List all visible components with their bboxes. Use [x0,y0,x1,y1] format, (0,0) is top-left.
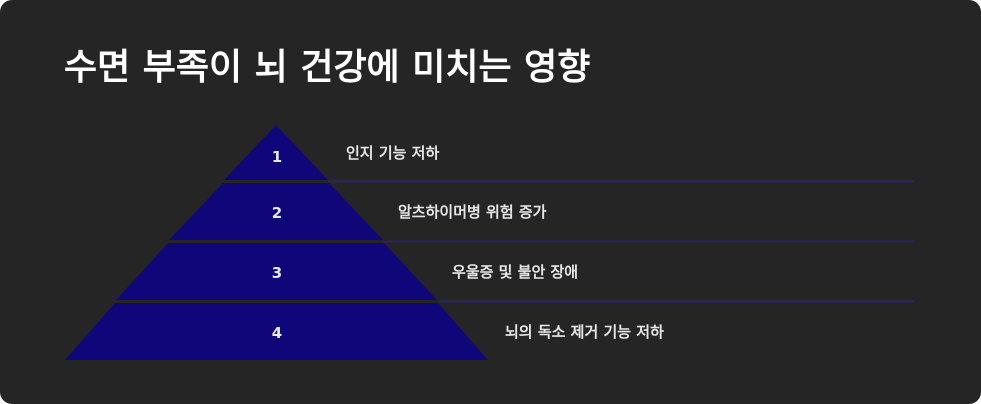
pyramid-level-4 [65,303,488,360]
level-number-4: 4 [272,324,282,342]
page-title: 수면 부족이 뇌 건강에 미치는 영향 [64,47,591,88]
level-number-2: 2 [272,204,282,222]
level-number-3: 3 [272,264,282,282]
pyramid-level-1 [224,125,328,180]
level-text-1: 인지 기능 저하 [346,144,439,162]
pyramid-level-3 [116,243,437,300]
level-text-4: 뇌의 독소 제거 기능 저하 [505,323,664,341]
pyramid-level-2 [169,183,383,240]
level-number-1: 1 [272,148,282,166]
level-text-2: 알츠하이머병 위험 증가 [398,203,547,221]
level-text-3: 우울증 및 불안 장애 [452,263,578,281]
